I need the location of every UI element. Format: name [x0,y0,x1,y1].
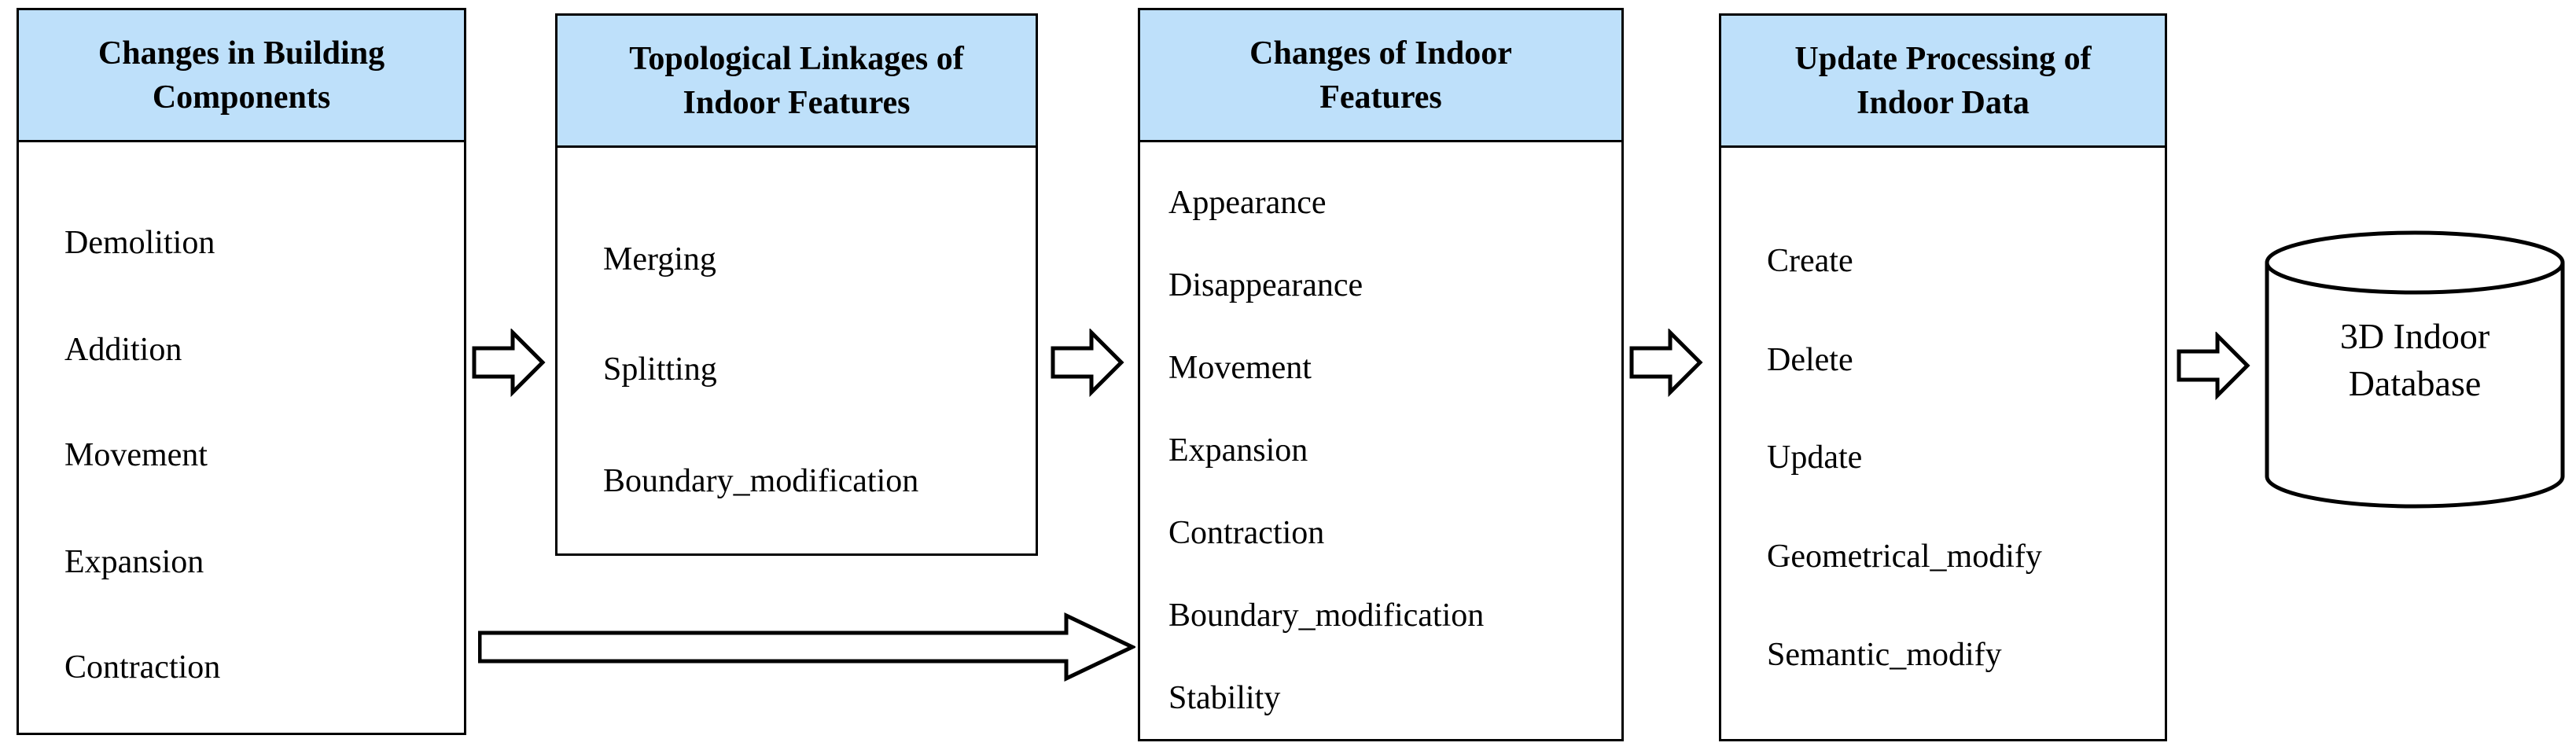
database-cylinder-icon [2265,230,2565,509]
box-header: Changes in Building Components [19,10,464,142]
box-changes-in-building-components: Changes in Building Components Demolitio… [17,8,466,735]
list-item: Expansion [64,544,204,580]
list-item: Update [1767,439,1863,476]
box-update-processing-of-indoor-data: Update Processing of Indoor Data Create … [1719,13,2167,741]
box-changes-of-indoor-features: Changes of Indoor Features Appearance Di… [1138,8,1624,741]
box-topological-linkages-of-indoor-features: Topological Linkages of Indoor Features … [555,13,1038,556]
flow-arrow-icon [1051,329,1124,397]
list-item: Delete [1767,342,1853,378]
box-title: Topological Linkages of Indoor Features [629,40,964,121]
list-item: Addition [64,332,182,368]
list-item: Boundary_modification [1168,597,1485,634]
box-title: Update Processing of Indoor Data [1794,40,2092,121]
list-item: Semantic_modify [1767,637,2002,673]
list-item: Disappearance [1168,267,1363,303]
flow-arrow-icon [1629,329,1703,397]
list-item: Splitting [603,351,717,388]
database-label: 3D Indoor Database [2265,313,2565,407]
list-item: Merging [603,241,716,278]
box-title: Changes in Building Components [98,35,385,116]
list-item: Create [1767,243,1853,279]
list-item: Geometrical_modify [1767,539,2042,575]
list-item: Contraction [64,649,221,686]
list-item: Movement [64,437,208,473]
flow-arrow-icon [2177,332,2250,400]
flow-arrow-icon [472,329,546,397]
database-label-text: 3D Indoor Database [2339,316,2490,403]
list-item: Boundary_modification [603,463,919,499]
box-header: Changes of Indoor Features [1140,10,1621,142]
box-title: Changes of Indoor Features [1249,35,1512,116]
list-item: Expansion [1168,432,1308,469]
list-item: Appearance [1168,185,1327,221]
long-flow-arrow-icon [478,612,1135,682]
box-header: Update Processing of Indoor Data [1721,16,2165,148]
list-item: Stability [1168,680,1281,716]
box-header: Topological Linkages of Indoor Features [558,16,1036,148]
list-item: Demolition [64,225,215,261]
list-item: Movement [1168,350,1312,386]
list-item: Contraction [1168,515,1325,551]
